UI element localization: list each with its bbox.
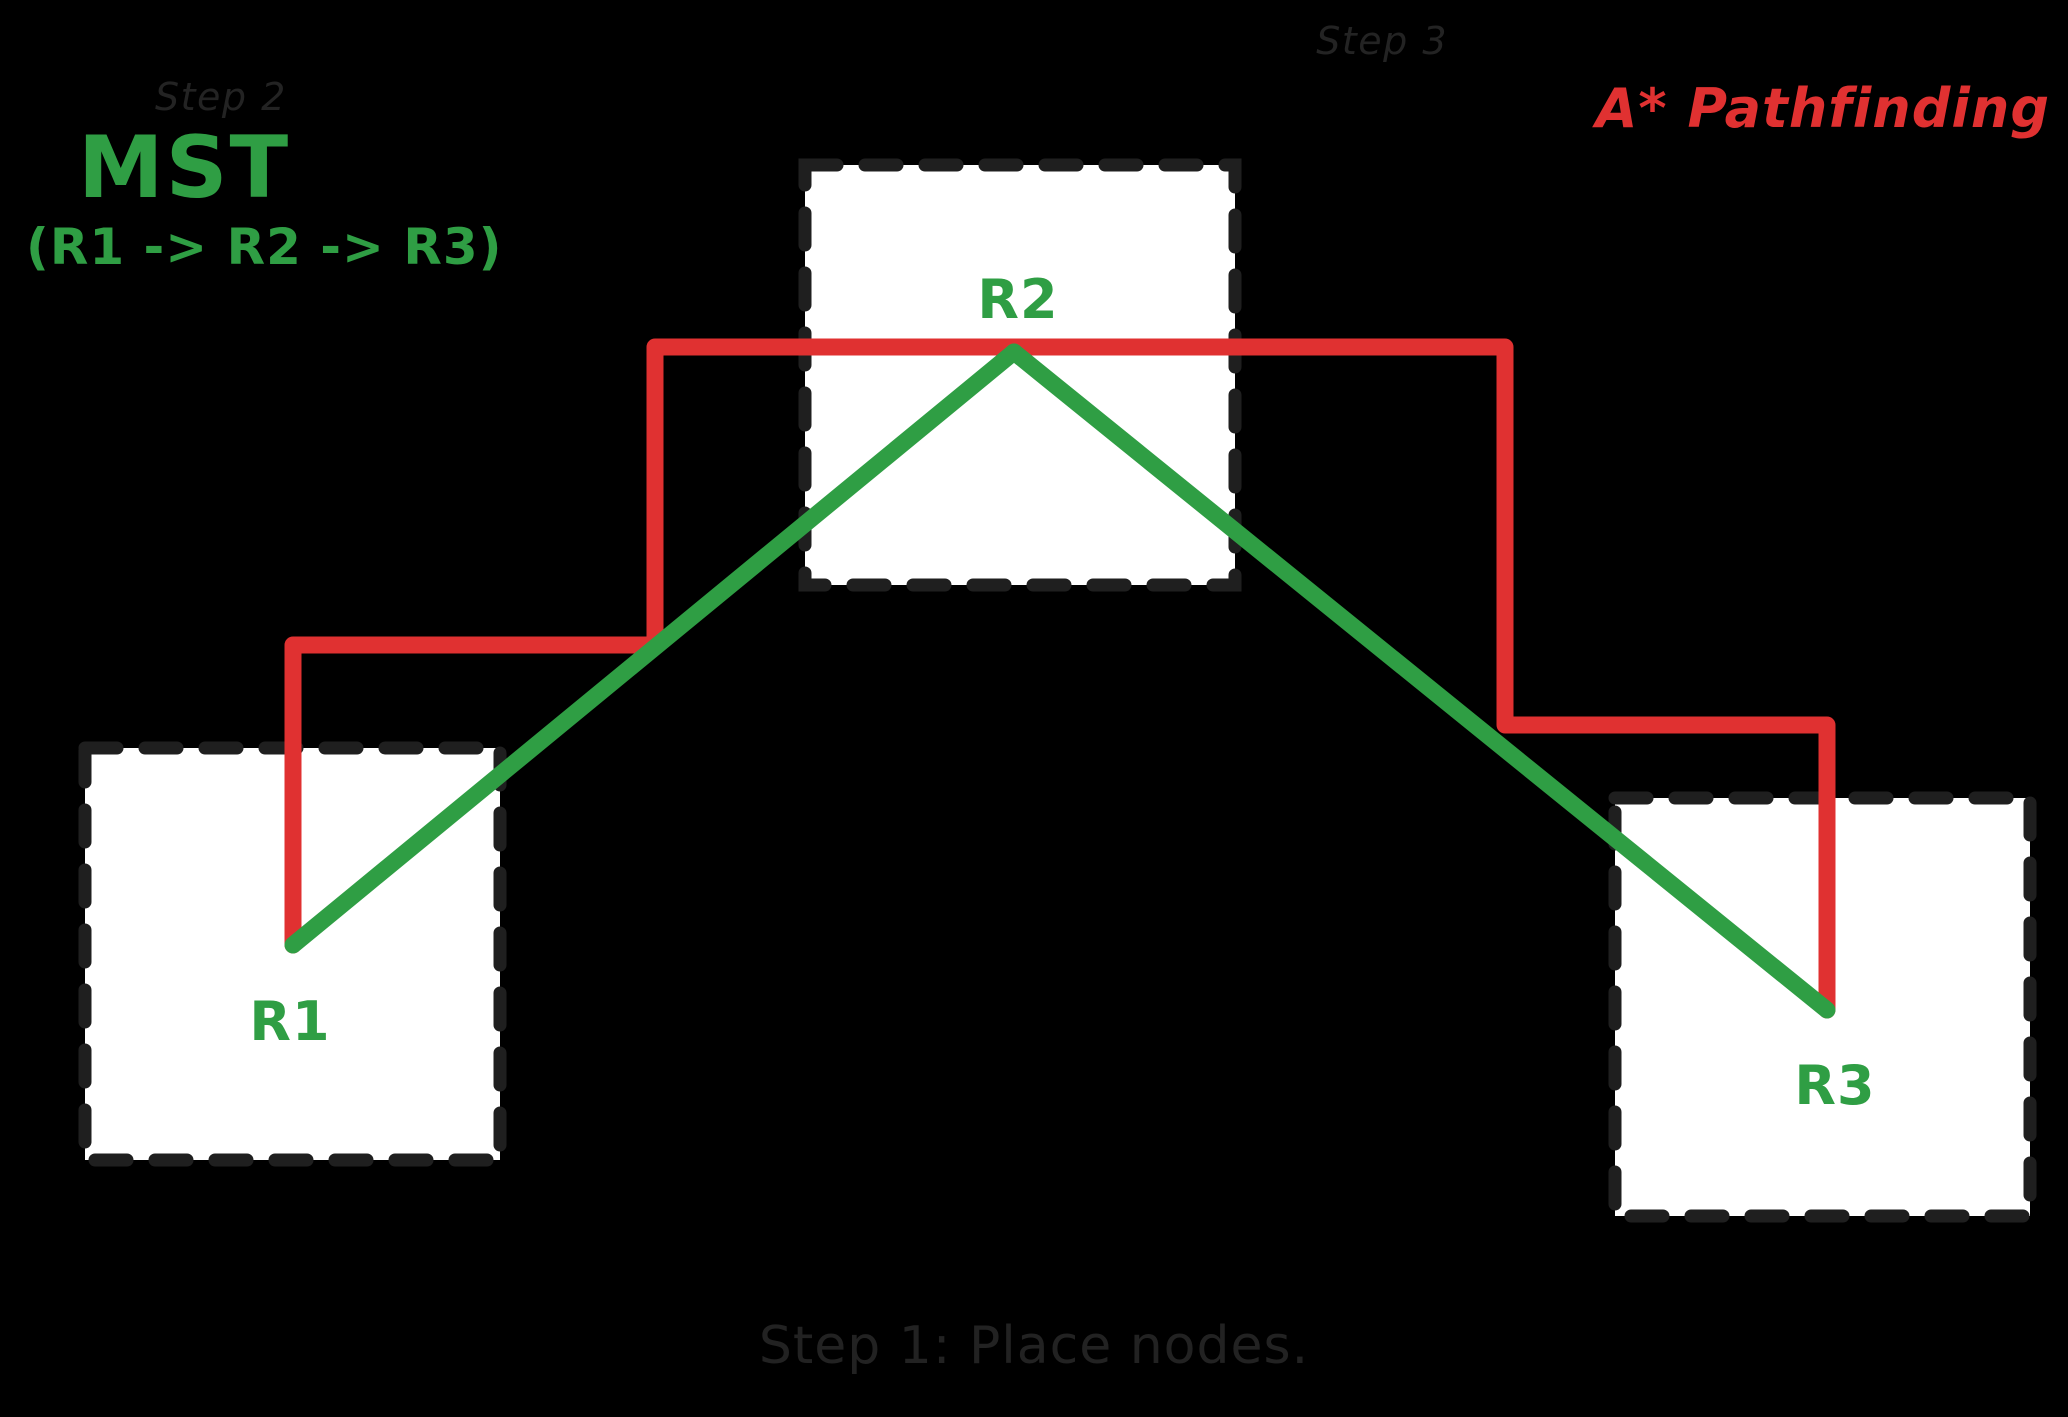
mst-edge-r1-r2[interactable] (284, 343, 1023, 954)
astar-path-line[interactable] (284, 338, 1836, 1019)
step3-tag: Step 3 (1316, 19, 1448, 63)
step3-title-astar: A* Pathfinding (1595, 77, 2050, 140)
step2-tag: Step 2 (155, 75, 287, 119)
node-label-r1: R1 (249, 990, 331, 1053)
node-rect-r2[interactable] (798, 158, 1242, 592)
step2-subtitle-mst-order: (R1 -> R2 -> R3) (26, 218, 503, 276)
mst-edge-r2-r3[interactable] (1005, 343, 1836, 1019)
step2-title-mst: MST (78, 118, 291, 218)
step1-caption: Step 1: Place nodes. (758, 1316, 1310, 1376)
node-label-r2: R2 (977, 268, 1059, 331)
mst-edges (284, 343, 1836, 1019)
node-label-r3: R3 (1794, 1054, 1876, 1117)
